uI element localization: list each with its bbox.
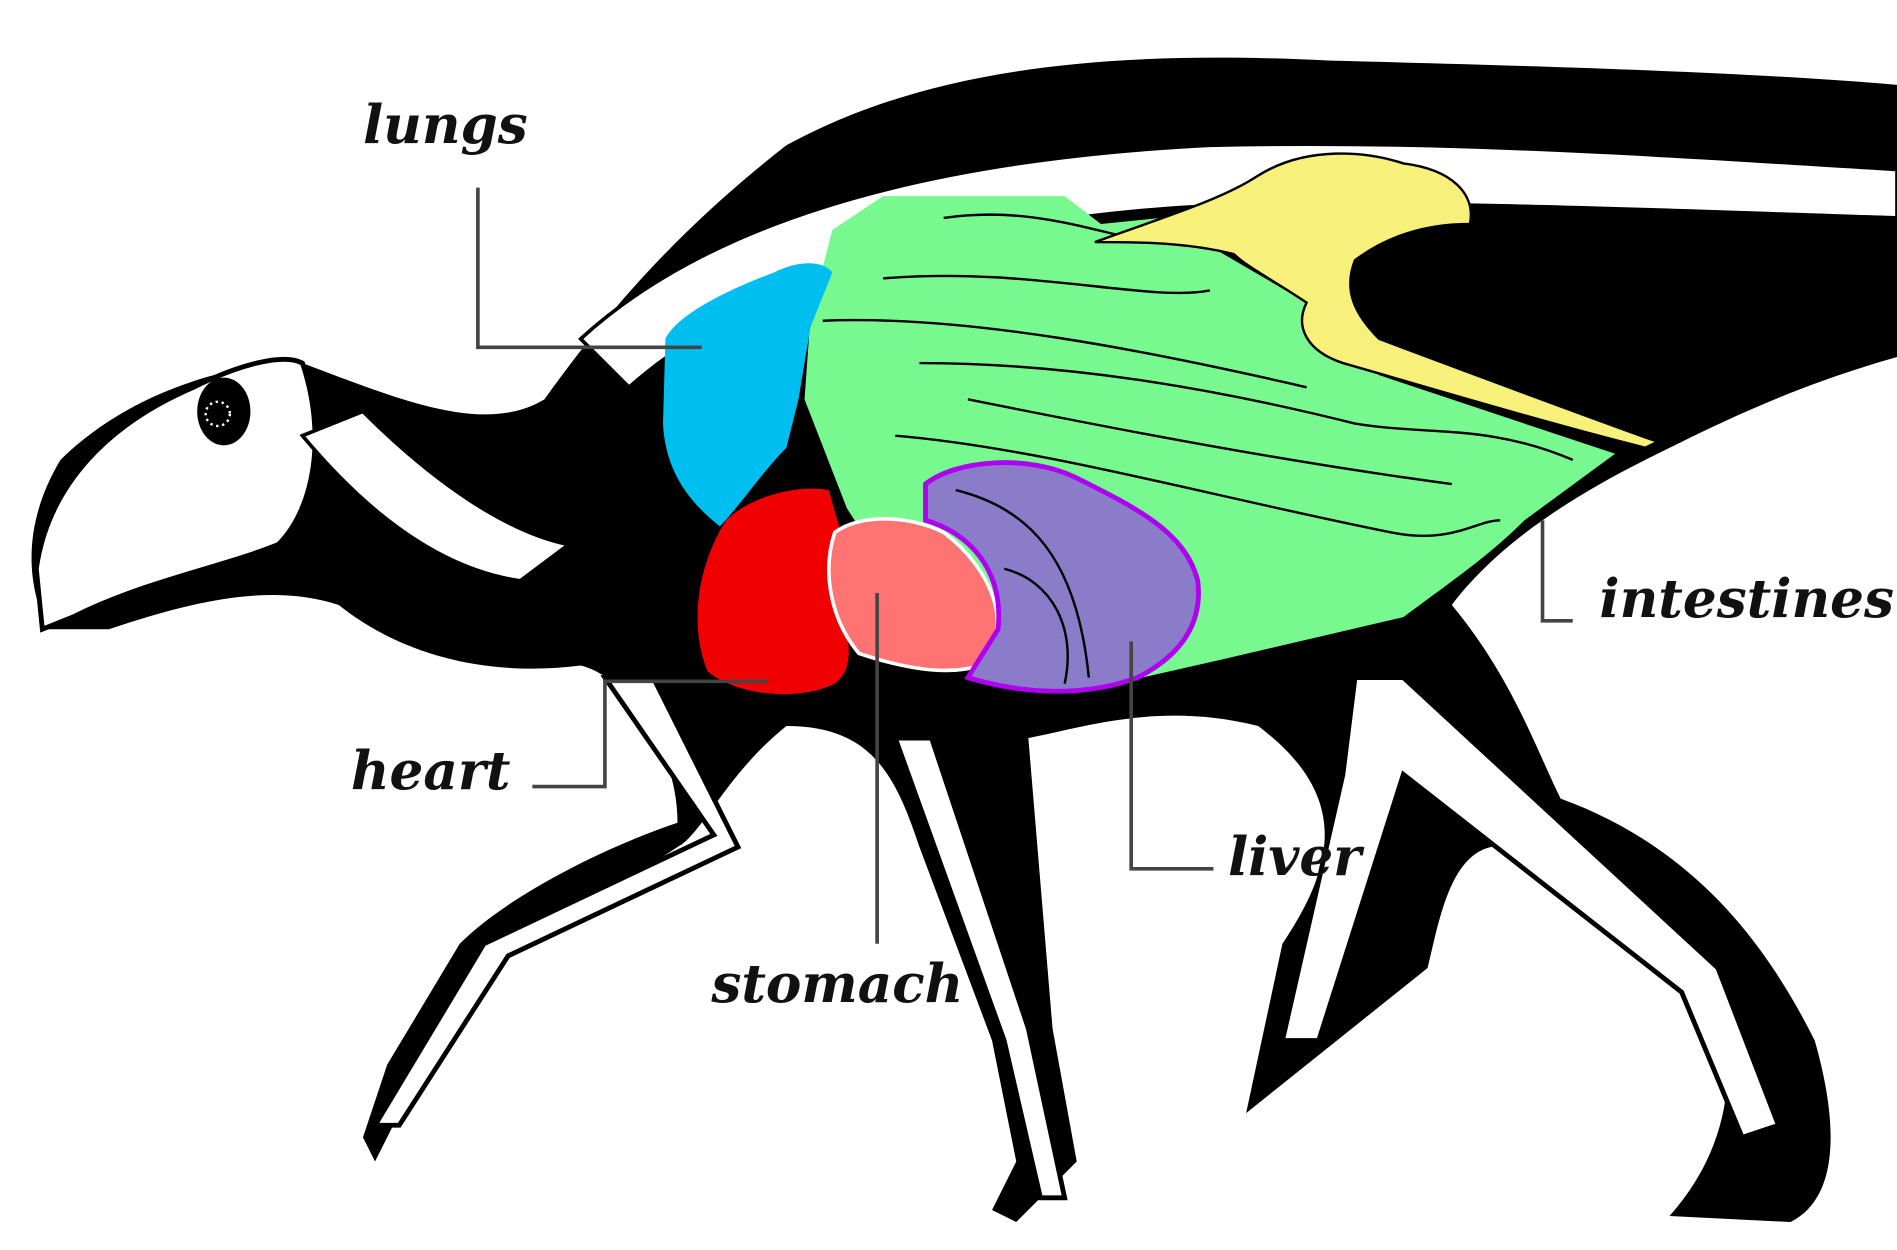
label-stomach: stomach xyxy=(710,952,963,1015)
intestines-leader-line xyxy=(1540,520,1573,623)
lungs-organ xyxy=(662,263,833,527)
liver-leader-line xyxy=(1129,641,1214,871)
label-intestines: intestines xyxy=(1599,567,1894,630)
pelvis-bone xyxy=(1094,152,1661,450)
hind-leg-bone xyxy=(1279,675,1782,1141)
liver-organ xyxy=(923,460,1201,694)
heart-organ xyxy=(697,488,849,695)
eye xyxy=(204,400,232,428)
front-leg-bone xyxy=(370,675,742,1128)
eye-socket xyxy=(197,377,251,446)
liver-lines xyxy=(955,488,1091,684)
lungs-leader-line xyxy=(476,187,702,350)
neck-vertebrae xyxy=(299,409,573,583)
label-liver: liver xyxy=(1228,825,1365,888)
heart-leader-line xyxy=(532,679,769,789)
middle-leg-bone xyxy=(891,735,1068,1201)
label-lungs: lungs xyxy=(363,93,528,156)
label-heart: heart xyxy=(351,739,511,802)
